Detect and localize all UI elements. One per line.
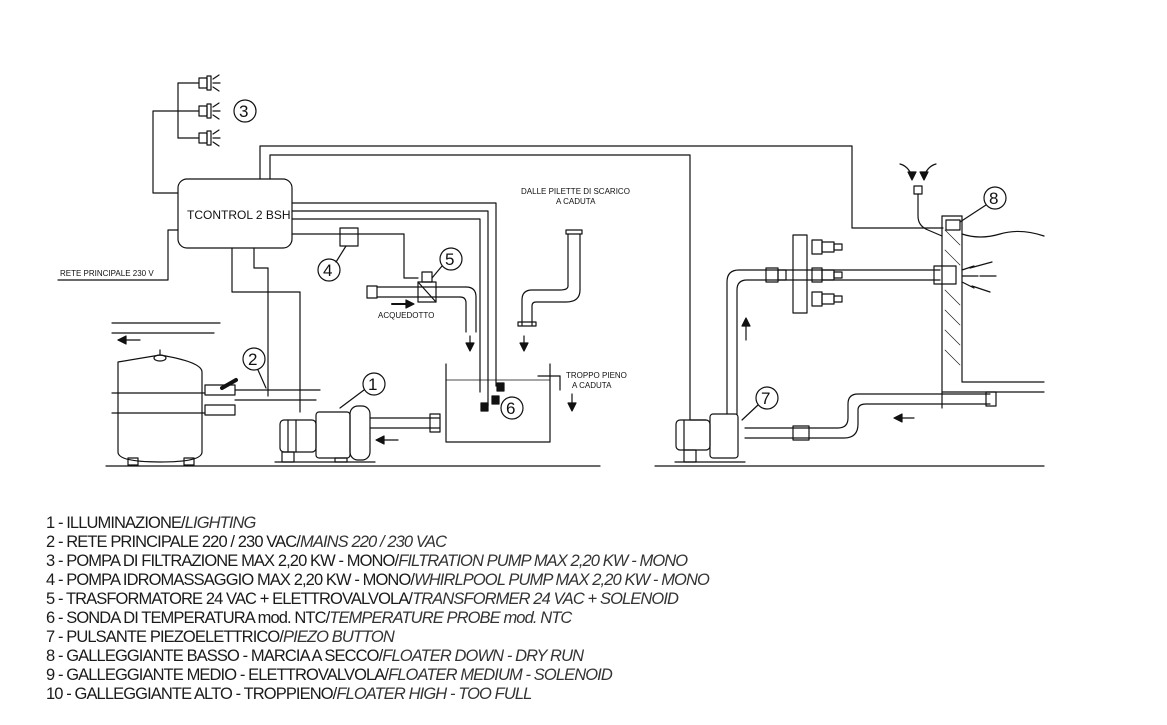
whirlpool-pump [674,413,746,463]
callout-5: 5 [431,247,463,279]
legend-item-english: FLOATER DOWN - DRY RUN [382,647,584,665]
filtration-pump [274,405,376,463]
probe-cables [291,202,497,407]
mains-label: RETE PRINCIPALE 230 V [60,269,154,278]
filter-piping [111,322,321,416]
legend-item: 7 - PULSANTE PIEZOELETTRICO/PIEZO BUTTON [46,628,1146,647]
drain-label-2: A CADUTA [556,197,596,206]
arrow-right-icon [391,299,415,309]
pool-wall [941,215,1045,409]
light-fixture-icon [198,102,221,120]
drain-label-1: DALLE PILETTE DI SCARICO [521,187,630,196]
svg-text:2: 2 [248,350,257,369]
level-float-icon [945,219,961,231]
jet-manifold [765,234,843,314]
svg-text:7: 7 [761,389,770,408]
pump-suction-pipe [369,413,441,433]
legend-item-italian: 6 - SONDA DI TEMPERATURA mod. NTC/ [46,609,330,627]
legend-item: 6 - SONDA DI TEMPERATURA mod. NTC/TEMPER… [46,609,1146,628]
legend-item-italian: 10 - GALLEGGIANTE ALTO - TROPPIENO/ [46,685,337,703]
controller-label: TCONTROL 2 BSH [187,208,291,222]
multiport-valve-handle [220,378,238,390]
svg-text:5: 5 [445,250,454,269]
whirlpool-pipes [726,269,997,441]
water-feed-pipe [366,285,477,333]
legend-item: 4 - POMPA IDROMASSAGGIO MAX 2,20 KW - MO… [46,571,1146,590]
legend-item: 1 - ILLUMINAZIONE/LIGHTING [46,514,1146,533]
svg-text:8: 8 [989,189,998,208]
drain-pipe [517,229,583,327]
lighting-wiring [152,82,200,194]
legend-item-english: FILTRATION PUMP MAX 2,20 KW - MONO [398,552,688,570]
legend-item-italian: 2 - RETE PRINCIPALE 220 / 230 VAC/ [46,533,301,551]
legend-item-italian: 3 - POMPA DI FILTRAZIONE MAX 2,20 KW - M… [46,552,399,570]
callout-2: 2 [242,347,267,389]
wall-hatching [944,229,961,366]
legend-item-italian: 5 - TRASFORMATORE 24 VAC + ELETTROVALVOL… [46,590,413,608]
callout-6: 6 [500,396,524,420]
balance-tank [445,363,561,443]
piezo-button-icon [899,163,943,237]
svg-text:1: 1 [368,375,377,394]
callout-1: 1 [339,372,386,409]
callout-4: 4 [317,245,347,282]
svg-text:4: 4 [323,261,332,280]
arrow-left-icon [375,435,399,445]
legend-item-italian: 4 - POMPA IDROMASSAGGIO MAX 2,20 KW - MO… [46,571,415,589]
arrow-up-icon [741,317,751,341]
light-fixture-icon [198,74,221,92]
sand-filter [111,349,206,466]
legend-item: 3 - POMPA DI FILTRAZIONE MAX 2,20 KW - M… [46,552,1146,571]
arrow-down-icon [567,393,577,412]
legend-item: 8 - GALLEGGIANTE BASSO - MARCIA A SECCO/… [46,647,1146,666]
legend-item-english: FLOATER MEDIUM - SOLENOID [388,666,613,684]
svg-text:3: 3 [239,102,248,121]
arrow-down-icon [465,335,475,352]
callout-7: 7 [741,386,779,421]
legend-item-italian: 9 - GALLEGGIANTE MEDIO - ELETTROVALVOLA/ [46,666,389,684]
mains-cable [57,229,179,281]
aqueduct-label: ACQUEDOTTO [378,311,434,320]
svg-text:6: 6 [506,399,515,418]
arrow-down-icon [519,335,529,352]
temperature-probe-icon [480,382,505,412]
legend-item: 2 - RETE PRINCIPALE 220 / 230 VAC/MAINS … [46,533,1146,552]
legend-item-italian: 7 - PULSANTE PIEZOELETTRICO/ [46,628,284,646]
transformer [339,227,359,247]
legend-item: 5 - TRASFORMATORE 24 VAC + ELETTROVALVOL… [46,590,1146,609]
jet-nozzle [933,261,997,293]
arrow-left-icon [893,413,915,423]
legend-item-english: LIGHTING [184,514,257,532]
legend-item-english: FLOATER HIGH - TOO FULL [336,685,532,703]
legend-item-english: TRANSFORMER 24 VAC + SOLENOID [412,590,679,608]
light-fixture-icon [198,129,221,147]
arrow-left-icon [117,335,141,345]
callout-8: 8 [959,186,1007,223]
legend-item-italian: 8 - GALLEGGIANTE BASSO - MARCIA A SECCO/ [46,647,383,665]
legend-item-english: TEMPERATURE PROBE mod. NTC [329,609,572,627]
legend-item-italian: 1 - ILLUMINAZIONE/ [46,514,186,532]
solenoid-valve [417,271,437,303]
legend-item-english: MAINS 220 / 230 VAC [300,533,447,551]
overflow-label-1: TROPPO PIENO [566,371,627,380]
legend-item: 10 - GALLEGGIANTE ALTO - TROPPIENO/FLOAT… [46,685,1146,704]
legend-item-english: WHIRLPOOL PUMP MAX 2,20 KW - MONO [414,571,710,589]
legend-item-english: PIEZO BUTTON [283,628,395,646]
overflow-label-2: A CADUTA [572,381,612,390]
controller-box: TCONTROL 2 BSH [177,178,293,249]
legend-item: 9 - GALLEGGIANTE MEDIO - ELETTROVALVOLA/… [46,666,1146,685]
pump-cables [231,247,301,413]
plumbing-wiring-diagram: TCONTROL 2 BSH RETE PRINCIPALE [57,74,1045,467]
callout-3: 3 [233,99,257,123]
